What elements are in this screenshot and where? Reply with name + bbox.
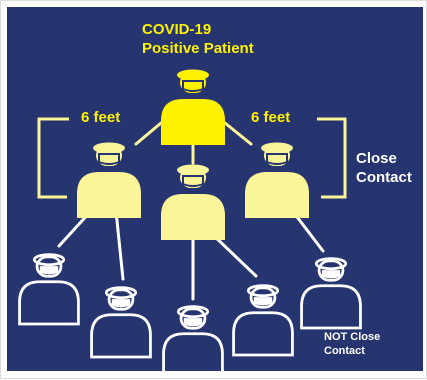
patient-figure [161,69,225,145]
patient-label-line1: COVID-19 [142,21,212,38]
not-close-contact-5 [300,257,362,330]
connector-nc-2 [114,209,125,281]
distance-label-left: 6 feet [81,109,121,126]
patient-label: COVID-19 Positive Patient [142,20,254,58]
close-contact-label-line1: Close [356,150,397,167]
not-close-contact-3 [162,305,224,378]
not-close-contact-4 [232,284,294,357]
not-close-contact-2 [90,286,152,359]
not-close-contact-1 [18,253,80,326]
face-mask-icon [183,318,203,327]
close-contact-center [161,164,225,240]
connector-left [134,121,163,146]
face-mask-icon [253,297,273,306]
right-bracket [317,117,347,199]
left-bracket [37,117,69,199]
face-mask-icon [39,266,59,275]
not-close-contact-label-line1: NOT Close [324,331,381,343]
not-close-contact-label: NOT Close Contact [324,330,380,358]
infographic-panel [7,7,423,371]
not-close-contact-label-line2: Contact [324,345,365,357]
bracket-lines [37,117,347,199]
connector-right [223,121,253,146]
face-mask-icon [98,153,120,165]
close-contact-label-line2: Contact [356,169,412,186]
face-mask-icon [266,153,288,165]
close-contact-left [77,142,141,218]
face-mask-icon [182,175,204,187]
close-contact-right [245,142,309,218]
patient-label-line2: Positive Patient [142,40,254,57]
face-mask-icon [321,270,341,279]
face-mask-icon [111,299,131,308]
close-contact-label: Close Contact [356,149,412,187]
connector-nc-4 [209,231,258,278]
face-mask-icon [182,80,204,92]
distance-label-right: 6 feet [251,109,291,126]
